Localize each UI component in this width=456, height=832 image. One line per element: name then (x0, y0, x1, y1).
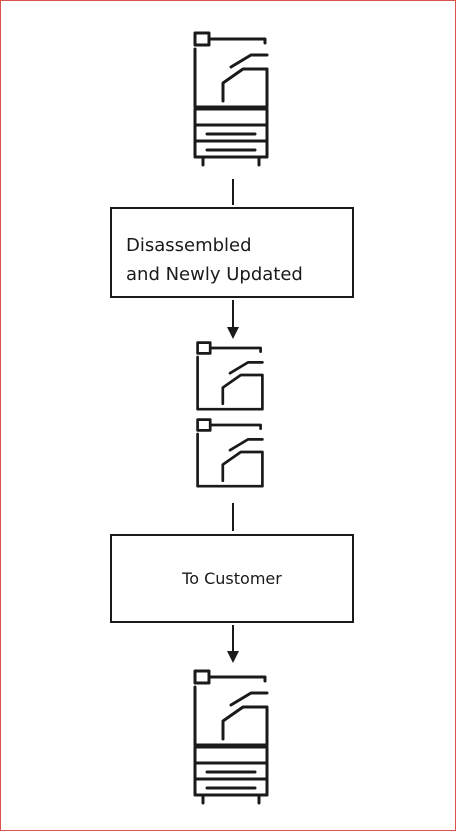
printer-unit-icon-1 (196, 341, 264, 411)
arrow-down-icon-2 (227, 625, 239, 663)
step-to-customer-label: To Customer (182, 569, 282, 588)
printer-icon-bottom (193, 669, 269, 805)
printer-unit-icon-2 (196, 418, 264, 488)
step-disassembled-line-1: Disassembled (126, 235, 252, 256)
step-disassembled-box: Disassembled and Newly Updated (110, 207, 354, 298)
step-disassembled-line-2: and Newly Updated (126, 264, 303, 285)
printer-icon-top (193, 31, 269, 167)
step-to-customer-box: To Customer (110, 534, 354, 623)
arrow-down-icon-1 (227, 300, 239, 339)
